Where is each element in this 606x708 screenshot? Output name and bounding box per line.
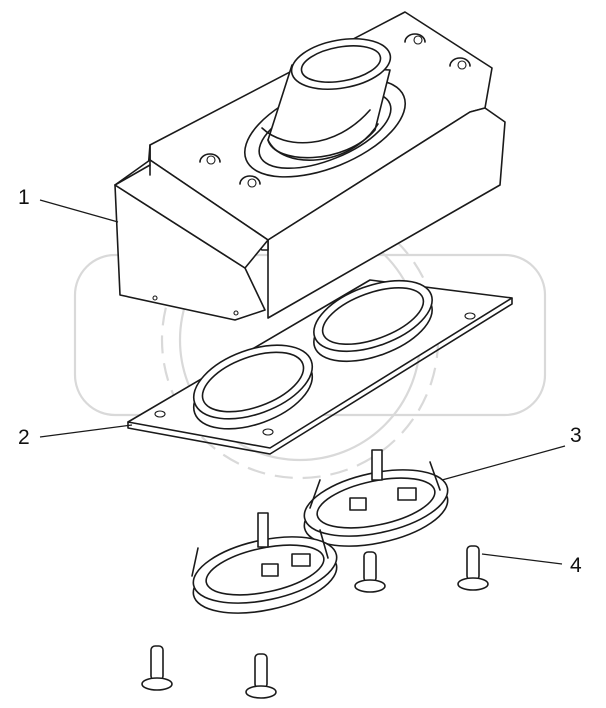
screw: [457, 545, 489, 591]
callout-1: 1: [18, 186, 30, 209]
leader-line-4: [481, 553, 563, 565]
callout-2: 2: [18, 426, 30, 449]
leader-lines: [39, 199, 566, 565]
part-3-vent-caps: [191, 449, 449, 614]
callout-4: 4: [570, 554, 582, 577]
screw: [245, 653, 277, 699]
part-4-screws: [141, 545, 489, 699]
screw: [141, 645, 173, 691]
leader-line-2: [39, 424, 133, 438]
screw: [354, 551, 386, 593]
part-2-gasket-plate: [127, 279, 513, 455]
vent-cap-left: [191, 512, 338, 614]
leader-line-3: [441, 445, 566, 481]
part-1-housing: [114, 11, 506, 321]
callout-3: 3: [570, 424, 582, 447]
vent-cap-right: [303, 449, 449, 547]
housing-slot-tabs: [199, 33, 471, 188]
leader-line-1: [39, 199, 119, 223]
